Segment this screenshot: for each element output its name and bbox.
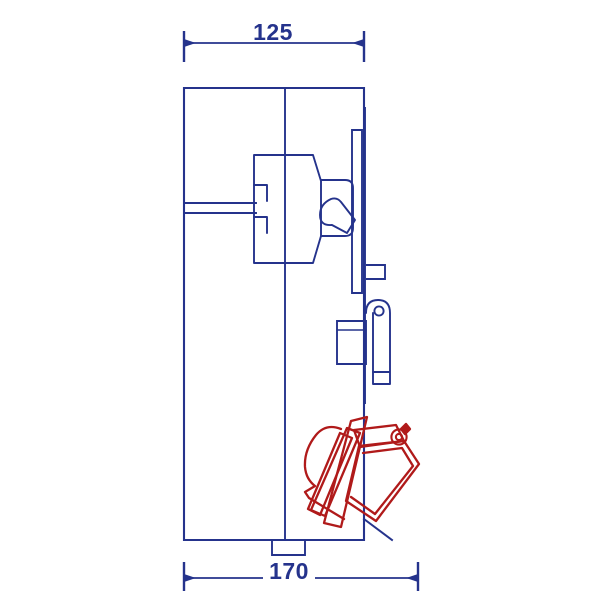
- dimension-label-125: 125: [253, 19, 293, 45]
- switch-box: [336, 320, 367, 365]
- red-tilted-assembly-group: [303, 415, 421, 529]
- adjustment-knob-outer-ring: [390, 428, 408, 446]
- tilted-body-inner-face: [349, 446, 415, 516]
- tilted-panel: [322, 415, 369, 529]
- lever-knob: [319, 197, 356, 234]
- latch-assembly-group: [336, 299, 391, 385]
- main-body-group: [182, 86, 394, 556]
- tilted-body-housing: [344, 439, 421, 523]
- latch-pivot-hole: [373, 305, 385, 317]
- motor-bracket-lower-notch: [253, 216, 268, 234]
- dimension-bottom-170: 170: [182, 557, 420, 591]
- drive-shaft-group: [183, 202, 257, 214]
- terminal-box: [320, 179, 354, 237]
- knob-stem: [399, 422, 412, 436]
- adjustment-knob-inner-hole: [394, 432, 404, 442]
- tilted-bucket-outer: [303, 425, 346, 521]
- vertical-rail-group: [351, 107, 386, 404]
- dim-label-backing: [263, 557, 315, 581]
- bottom-right-chamfer: [362, 517, 394, 542]
- motor-assembly-group: [253, 154, 356, 264]
- dimension-top-125: 125: [182, 18, 366, 62]
- rail-mount-tab: [366, 264, 386, 280]
- vertical-rail-strip: [351, 129, 363, 294]
- base-foot: [271, 539, 306, 556]
- dim-label-backing: [249, 18, 299, 42]
- dimension-label-170: 170: [269, 558, 309, 584]
- motor-housing-outline: [253, 154, 322, 264]
- cabinet-body-outline: [182, 86, 366, 542]
- motor-bracket-upper-notch: [253, 184, 268, 202]
- latch-arm: [365, 299, 391, 385]
